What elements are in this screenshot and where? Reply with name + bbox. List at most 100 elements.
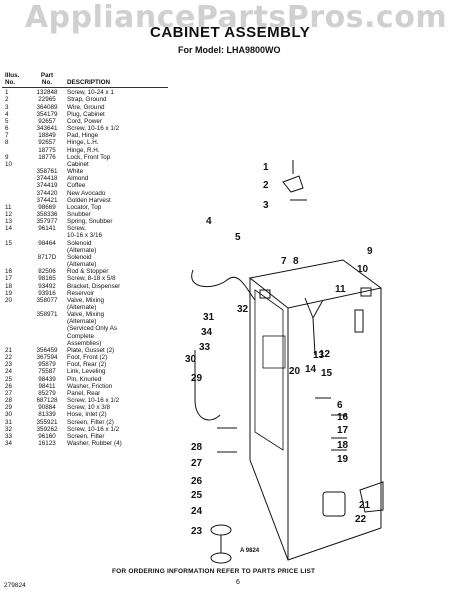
illus-number bbox=[2, 340, 30, 347]
illus-number bbox=[2, 247, 30, 254]
part-description: Washer, Rubber (4) bbox=[67, 439, 122, 447]
callout-16: 16 bbox=[337, 412, 349, 423]
part-description: Wire, Ground bbox=[67, 103, 105, 111]
callout-2: 2 bbox=[263, 180, 269, 191]
part-description: Foot, Front (2) bbox=[67, 354, 108, 362]
part-number: 358971 bbox=[36, 311, 58, 319]
rear-foot bbox=[210, 524, 232, 536]
table-row: Assemblies) bbox=[2, 340, 168, 347]
part-description: (Serviced Only As bbox=[67, 325, 118, 333]
part-description: Pin, Knurled bbox=[67, 375, 102, 383]
part-description: Pad, Hinge bbox=[67, 132, 99, 140]
part-description: Screw, 10-16 x 1/2 bbox=[67, 125, 120, 133]
callout-8: 8 bbox=[293, 256, 299, 267]
exploded-diagram: 1 2 3 4 5 6 7 8 9 10 11 12 13 14 15 16 1… bbox=[185, 160, 384, 564]
illus-number: 26 bbox=[5, 382, 13, 390]
illus-number: 8 bbox=[5, 139, 9, 147]
part-number: 367594 bbox=[36, 354, 58, 362]
header-part-no: No. bbox=[41, 79, 53, 87]
illus-number: 15 bbox=[5, 239, 13, 247]
part-description: Screw, bbox=[67, 225, 86, 233]
table-row: 10-16 x 3/16 bbox=[2, 232, 168, 239]
illus-number: 1 bbox=[5, 89, 9, 97]
part-description: Foot, Rear (2) bbox=[67, 361, 107, 369]
part-description: Complete bbox=[67, 332, 94, 340]
ground-strap bbox=[282, 175, 304, 193]
header-illus: Illus. bbox=[5, 72, 20, 79]
illus-number bbox=[2, 325, 30, 332]
callout-19: 19 bbox=[337, 454, 349, 465]
callout-1: 1 bbox=[263, 162, 269, 173]
illus-number bbox=[2, 232, 30, 239]
part-description: Snubber bbox=[67, 210, 91, 218]
callout-24: 24 bbox=[191, 506, 203, 517]
illus-number bbox=[2, 168, 30, 175]
part-description: Screw, 10-16 x 1/2 bbox=[67, 397, 120, 405]
model-subtitle: For Model: LHA9800WO bbox=[178, 45, 281, 55]
callout-22: 22 bbox=[355, 514, 367, 525]
part-description: Valve, Mixing bbox=[67, 296, 104, 304]
part-number: 374421 bbox=[36, 196, 58, 204]
part-number: 374420 bbox=[36, 189, 58, 197]
part-number bbox=[30, 325, 64, 332]
callout-28: 28 bbox=[191, 442, 203, 453]
part-number: 22965 bbox=[38, 96, 56, 104]
part-number: 18775 bbox=[38, 146, 56, 154]
front-foot bbox=[210, 552, 232, 564]
callout-34: 34 bbox=[201, 327, 213, 338]
part-number: 358077 bbox=[36, 296, 58, 304]
part-description: Link, Leveling bbox=[67, 368, 106, 376]
part-description: Rod & Stopper bbox=[67, 268, 109, 276]
illus-number bbox=[2, 304, 30, 311]
callout-7: 7 bbox=[281, 256, 287, 267]
part-number: 357977 bbox=[36, 218, 58, 226]
part-number bbox=[30, 333, 64, 340]
illus-number: 7 bbox=[5, 132, 9, 140]
part-description: Cabinet bbox=[67, 160, 89, 168]
illus-number: 13 bbox=[5, 218, 13, 226]
part-number: 687128 bbox=[36, 397, 58, 405]
callout-25: 25 bbox=[191, 490, 203, 501]
part-description: (Alternate) bbox=[67, 318, 97, 326]
header-part: Part bbox=[40, 72, 54, 79]
gusset-plate bbox=[359, 481, 384, 513]
callout-13: 13 bbox=[313, 350, 325, 361]
callout-29: 29 bbox=[191, 373, 203, 384]
illus-number bbox=[2, 333, 30, 340]
header-divider bbox=[2, 87, 168, 89]
illus-number bbox=[2, 318, 30, 325]
part-number: 96141 bbox=[38, 225, 56, 233]
callout-5: 5 bbox=[235, 232, 241, 243]
part-number: 98669 bbox=[38, 203, 56, 211]
illus-number: 24 bbox=[5, 368, 13, 376]
figure-code: A 9824 bbox=[240, 548, 260, 554]
part-number: 18776 bbox=[38, 153, 56, 161]
illus-number: 34 bbox=[5, 439, 13, 447]
illus-number: 28 bbox=[5, 397, 13, 405]
callout-4: 4 bbox=[206, 216, 212, 227]
part-description: Plug, Cabinet bbox=[67, 110, 105, 118]
part-description: Strap, Ground bbox=[67, 96, 107, 104]
illus-number: 6 bbox=[5, 125, 9, 133]
illus-number: 9 bbox=[5, 153, 9, 161]
part-number: 98411 bbox=[38, 382, 56, 390]
illus-number: 11 bbox=[5, 203, 12, 211]
part-number bbox=[30, 161, 64, 168]
part-number: 90884 bbox=[38, 404, 56, 412]
